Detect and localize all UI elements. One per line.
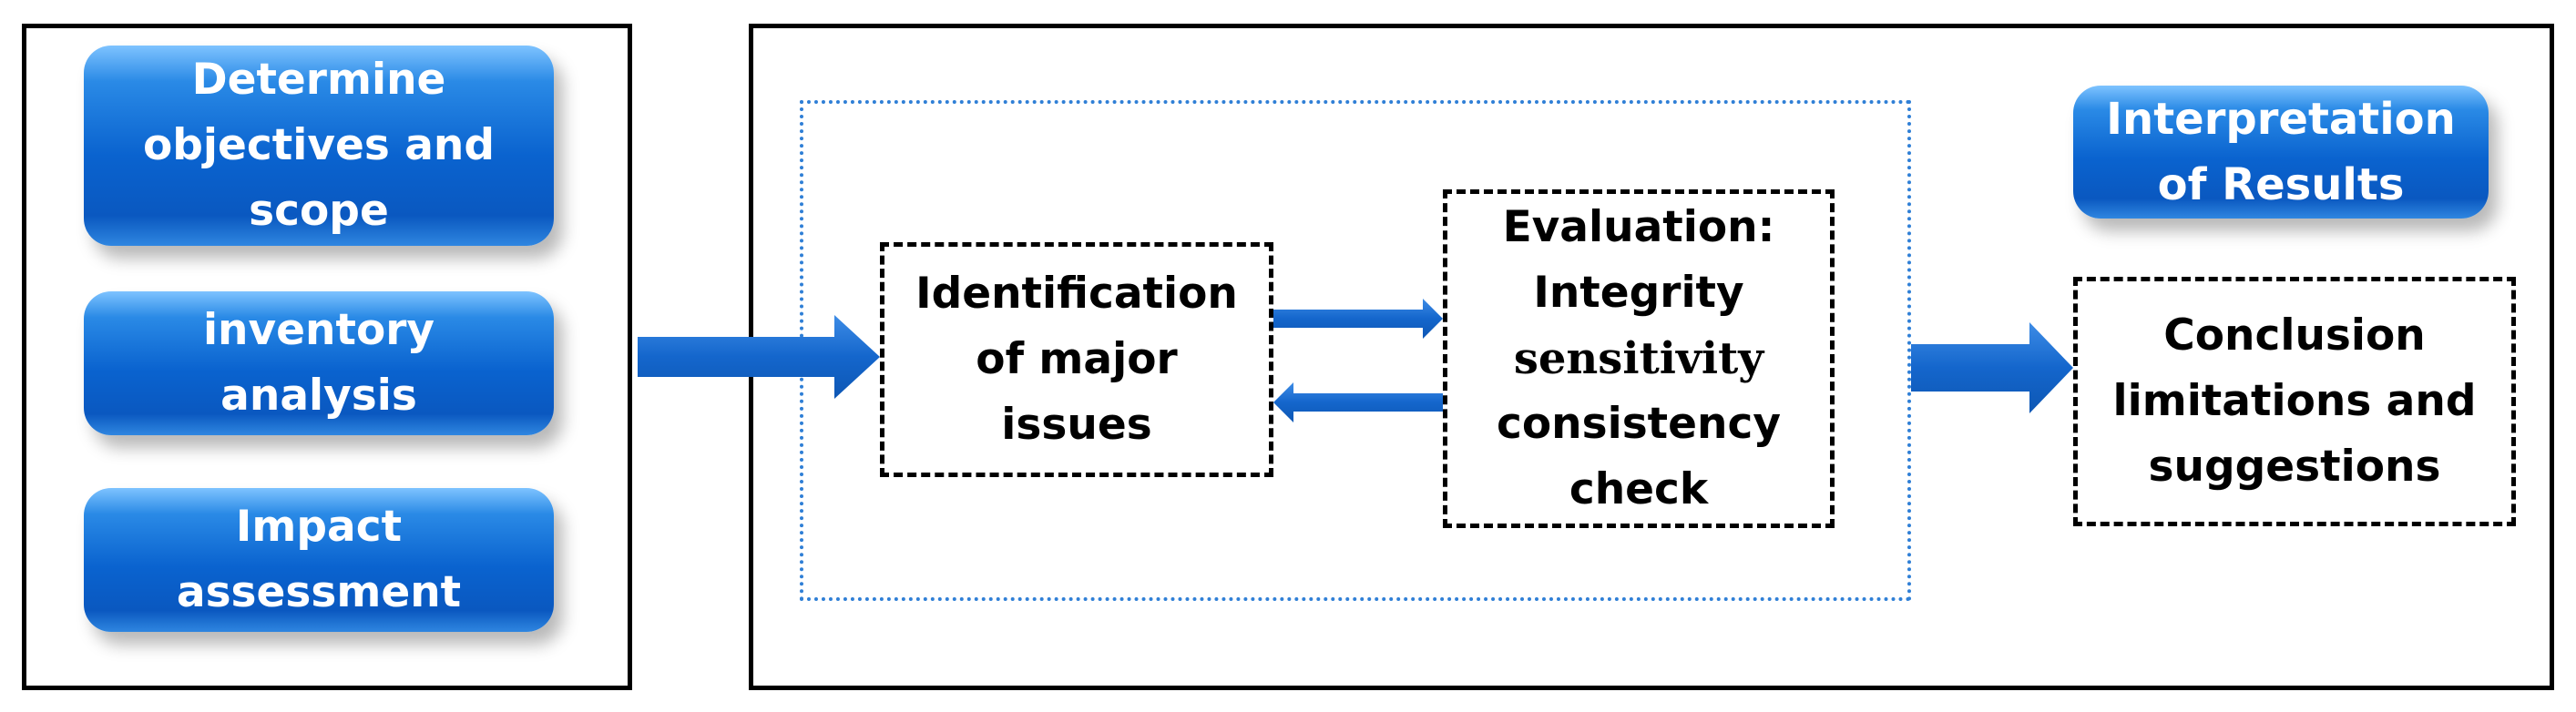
identification-box: Identification of major issues <box>880 242 1273 477</box>
inventory-analysis-box: inventory analysis <box>84 291 554 435</box>
interpretation-box: Interpretation of Results <box>2073 86 2489 219</box>
conclusion-box: Conclusion limitations and suggestions <box>2073 277 2516 526</box>
impact-assessment-box: Impact assessment <box>84 488 554 632</box>
forward-arrow <box>1273 299 1443 339</box>
evaluation-check: check <box>1569 464 1709 514</box>
result-arrow <box>1911 322 2073 413</box>
evaluation-integrity: Integrity <box>1533 268 1744 318</box>
evaluation-consistency: consistency <box>1497 399 1781 449</box>
backward-arrow <box>1273 382 1443 422</box>
evaluation-sensitivity: sensitivity <box>1513 333 1764 384</box>
determine-objectives-box: Determine objectives and scope <box>84 46 554 246</box>
main-flow-arrow <box>638 315 880 399</box>
evaluation-box: Evaluation: Integrity sensitivity consis… <box>1443 189 1835 528</box>
evaluation-title: Evaluation: <box>1502 202 1775 252</box>
